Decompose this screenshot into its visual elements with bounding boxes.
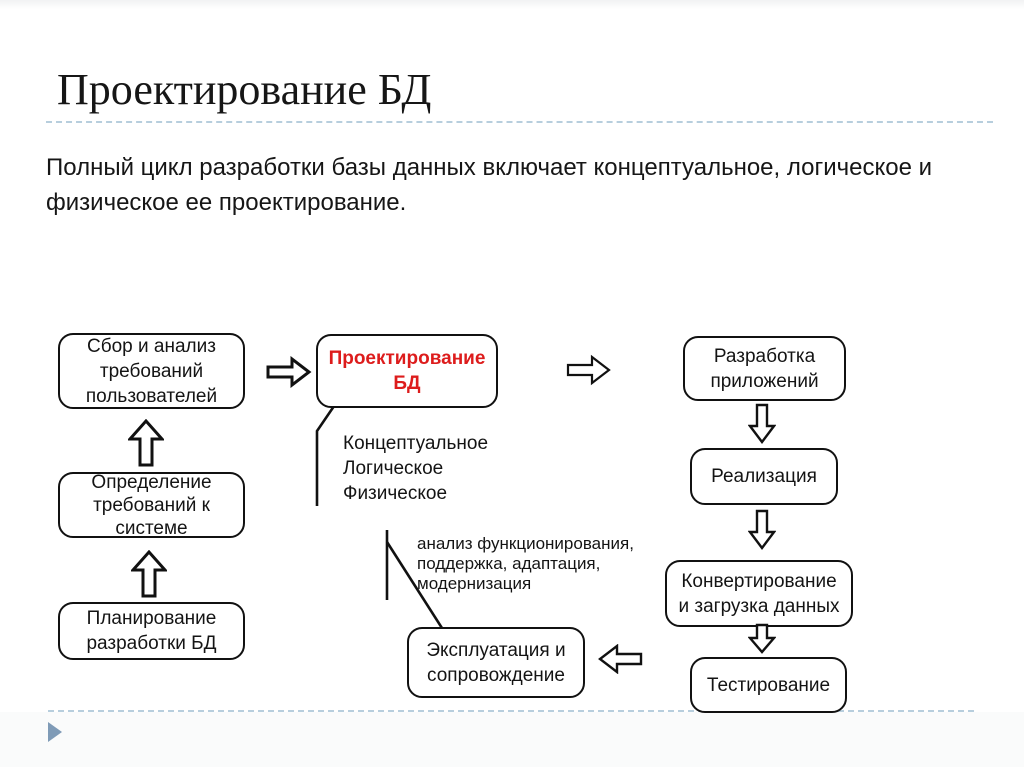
flow-node-convert-label: Конвертирование и загрузка данных [678, 570, 840, 617]
slide-title: Проектирование БД [57, 65, 432, 114]
flow-node-plan: Планирование разработки БД [58, 602, 245, 660]
flow-node-apps-label: Разработка приложений [710, 345, 819, 392]
arrow-right-icon [266, 356, 312, 388]
flow-node-convert: Конвертирование и загрузка данных [665, 560, 853, 627]
flow-node-operate-label: Эксплуатация и сопровождение [426, 639, 566, 686]
flow-node-test-label: Тестирование [706, 674, 831, 696]
arrow-left-icon [598, 644, 643, 674]
flow-node-impl-label: Реализация [711, 466, 817, 487]
design-levels-note: Концептуальное Логическое Физическое [343, 433, 489, 504]
slide-top-strip [0, 0, 1024, 9]
operate-note: анализ функционирования, поддержка, адап… [417, 534, 634, 593]
arrow-down-icon [748, 403, 776, 444]
title-divider [46, 121, 993, 123]
arrow-down-icon [748, 623, 776, 654]
footer-triangle-icon [48, 722, 62, 742]
flow-node-plan-label: Планирование разработки БД [86, 608, 217, 654]
arrow-right-icon [566, 354, 611, 386]
flow-node-apps: Разработка приложений [683, 336, 846, 401]
intro-text: Полный цикл разработки базы данных включ… [46, 154, 933, 216]
flow-node-design-label: Проектирование БД [328, 348, 486, 394]
flow-node-design: Проектирование БД [316, 334, 498, 408]
arrow-down-icon [748, 509, 776, 550]
flow-node-gather-label: Сбор и анализ требований пользователей [85, 335, 218, 407]
flow-node-sysreq-label: Определение требований к системе [91, 471, 212, 539]
footer-area [0, 712, 1024, 767]
flow-node-operate: Эксплуатация и сопровождение [407, 627, 585, 698]
arrow-up-icon [131, 550, 167, 598]
flow-node-gather: Сбор и анализ требований пользователей [58, 333, 245, 409]
flow-node-test: Тестирование [690, 657, 847, 713]
flow-node-sysreq: Определение требований к системе [58, 471, 245, 539]
arrow-up-icon [128, 419, 164, 467]
flow-node-impl: Реализация [690, 448, 838, 505]
footer-divider [48, 710, 974, 712]
